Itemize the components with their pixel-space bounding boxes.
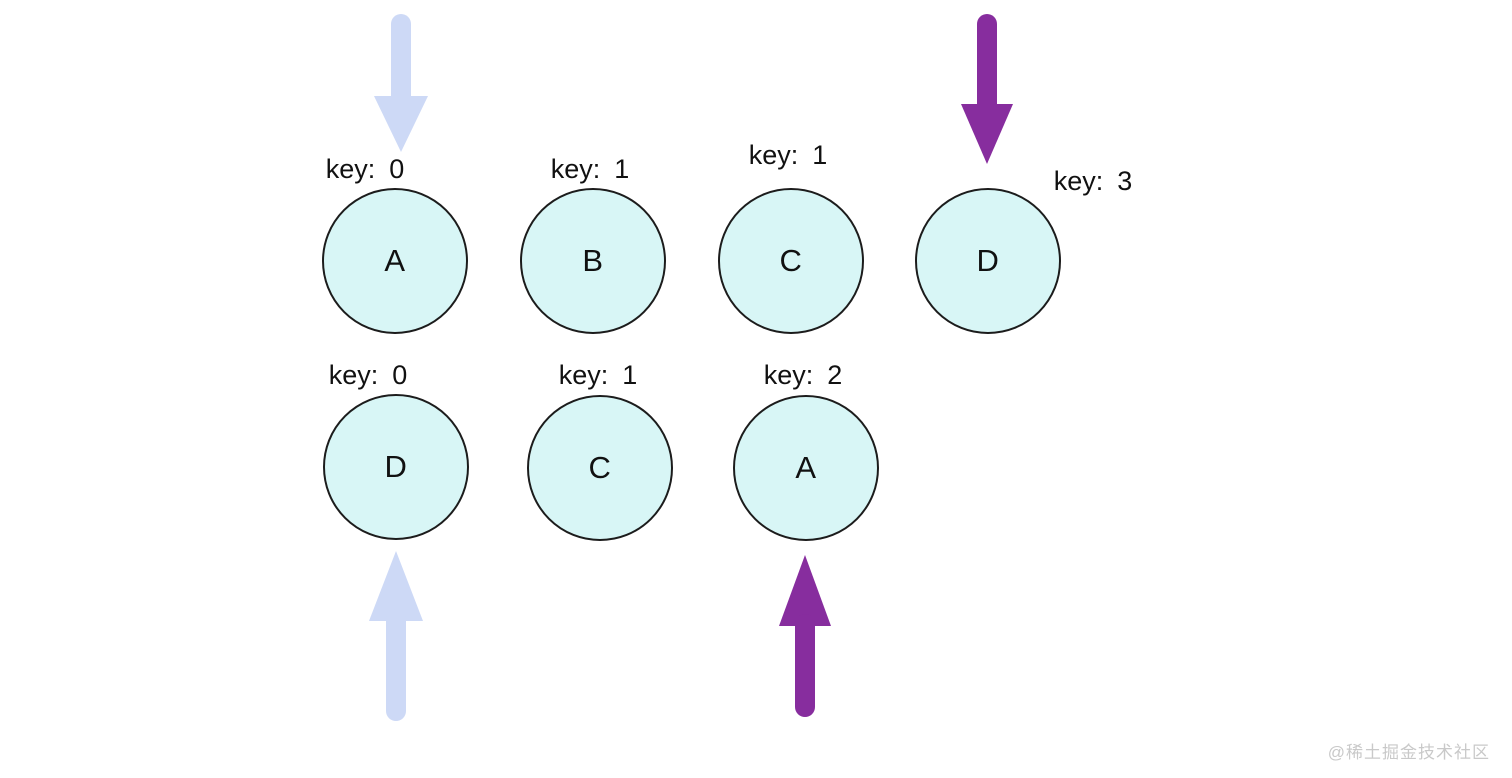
arrow-head [369,551,423,621]
old-node-d: D [915,188,1061,334]
old-node-a: A [322,188,468,334]
key-prefix: key: [325,154,376,184]
arrow-head [374,96,428,152]
key-label-old-a: key: 0 [326,154,405,185]
new-node-a: A [733,395,879,541]
node-letter: A [384,243,406,278]
key-label-new-a: key: 2 [764,360,843,391]
arrow-head [961,104,1013,164]
key-prefix: key: [748,140,799,170]
key-prefix: key: [1053,166,1104,196]
key-value: 1 [622,360,638,390]
key-value: 3 [1117,166,1133,196]
watermark: @稀土掘金技术社区 [1327,743,1490,762]
key-value: 0 [392,360,408,390]
key-value: 1 [614,154,630,184]
key-label-old-d: key: 3 [1054,166,1133,197]
old-node-b: B [520,188,666,334]
node-letter: B [582,243,604,278]
arrow-up-purple-icon [779,555,831,717]
node-letter: C [779,243,803,278]
key-prefix: key: [763,360,814,390]
arrow-head [779,555,831,626]
key-prefix: key: [558,360,609,390]
old-node-c: C [718,188,864,334]
new-node-c: C [527,395,673,541]
arrow-down-light-icon [374,14,428,152]
key-value: 2 [827,360,843,390]
new-node-d: D [323,394,469,540]
node-letter: A [795,450,817,485]
arrow-up-light-icon [369,551,423,721]
node-letter: D [384,449,408,484]
key-label-new-c: key: 1 [559,360,638,391]
key-label-old-c: key: 1 [749,140,828,171]
key-value: 0 [389,154,405,184]
key-label-old-b: key: 1 [551,154,630,185]
arrow-down-purple-icon [961,14,1013,164]
key-prefix: key: [550,154,601,184]
key-prefix: key: [328,360,379,390]
node-letter: C [588,450,612,485]
key-label-new-d: key: 0 [329,360,408,391]
node-letter: D [976,243,1000,278]
key-value: 1 [812,140,828,170]
